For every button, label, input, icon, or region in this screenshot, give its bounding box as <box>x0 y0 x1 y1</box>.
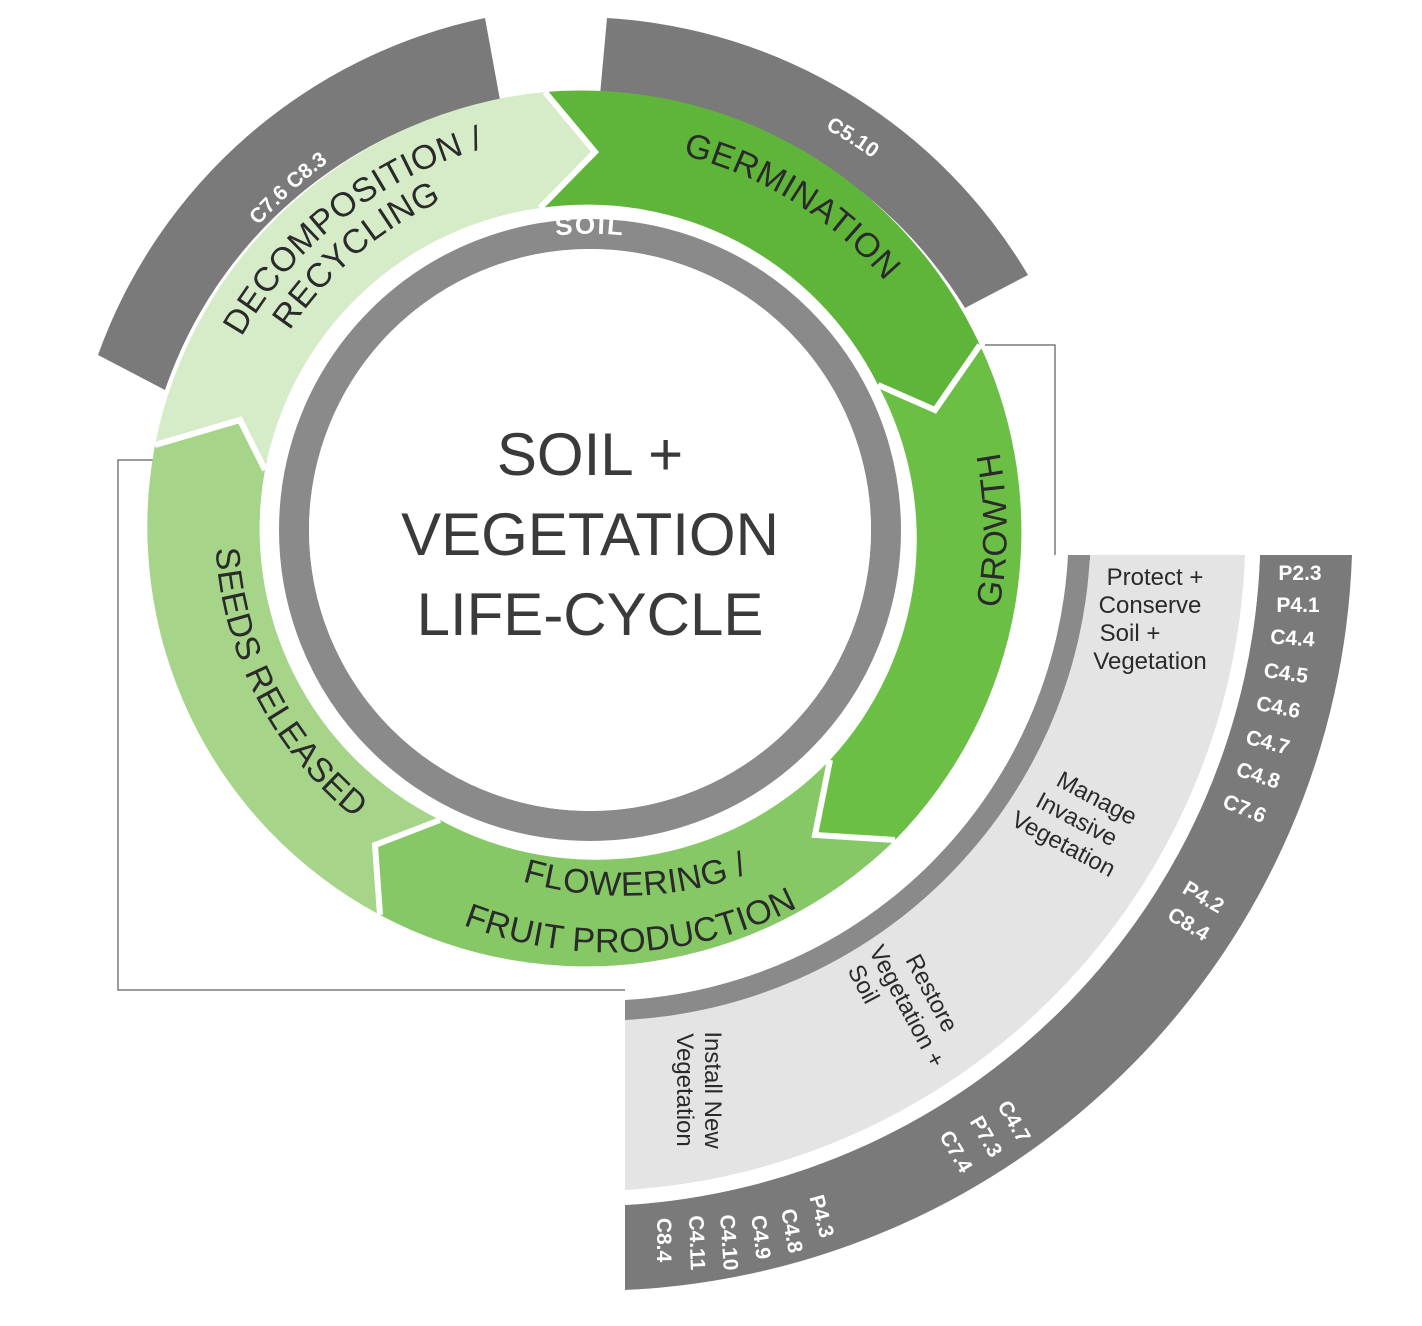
svg-text:Protect +: Protect + <box>1107 564 1204 591</box>
soil-ring <box>279 219 901 841</box>
center-title: SOIL + VEGETATION LIFE-CYCLE <box>401 421 779 648</box>
svg-text:C4.9: C4.9 <box>746 1214 774 1261</box>
svg-text:Install New: Install New <box>699 1031 726 1149</box>
action-manage[interactable]: Manage Invasive Vegetation <box>1007 756 1146 883</box>
stage-seeds-released[interactable] <box>147 420 441 915</box>
action-code-band <box>625 555 1352 1290</box>
chevron-separators <box>154 90 983 916</box>
svg-text:C4.4: C4.4 <box>1270 625 1316 651</box>
svg-text:C4.11: C4.11 <box>684 1215 709 1271</box>
title-line-3: LIFE-CYCLE <box>417 581 764 648</box>
svg-text:Vegetation: Vegetation <box>671 1033 698 1146</box>
title-line-1: SOIL + <box>497 421 683 488</box>
svg-text:P4.1: P4.1 <box>1276 594 1320 617</box>
svg-text:Conserve: Conserve <box>1099 592 1202 619</box>
frame-line-right <box>985 344 1056 555</box>
code-band-decomposition <box>98 18 500 390</box>
action-protect[interactable]: Protect + Conserve Soil + Vegetation <box>1093 564 1206 675</box>
svg-text:Soil +: Soil + <box>1100 620 1161 647</box>
action-install[interactable]: Install New Vegetation <box>671 1031 726 1149</box>
svg-text:Vegetation: Vegetation <box>1093 648 1206 675</box>
soil-ring-label: SOIL <box>554 210 627 242</box>
action-panel <box>625 555 1352 1290</box>
frame-line-left <box>117 459 625 991</box>
svg-text:C8.4: C8.4 <box>652 1218 675 1263</box>
center-disc <box>309 249 871 811</box>
svg-text:C4.10: C4.10 <box>715 1214 742 1272</box>
stage-decomposition[interactable] <box>155 92 595 470</box>
stage-flowering[interactable] <box>375 760 895 967</box>
stage-growth[interactable] <box>815 345 1022 840</box>
code-band-germination <box>600 18 1028 308</box>
title-line-2: VEGETATION <box>401 501 779 568</box>
stage-germination[interactable] <box>540 90 980 410</box>
svg-text:P2.3: P2.3 <box>1278 562 1321 585</box>
